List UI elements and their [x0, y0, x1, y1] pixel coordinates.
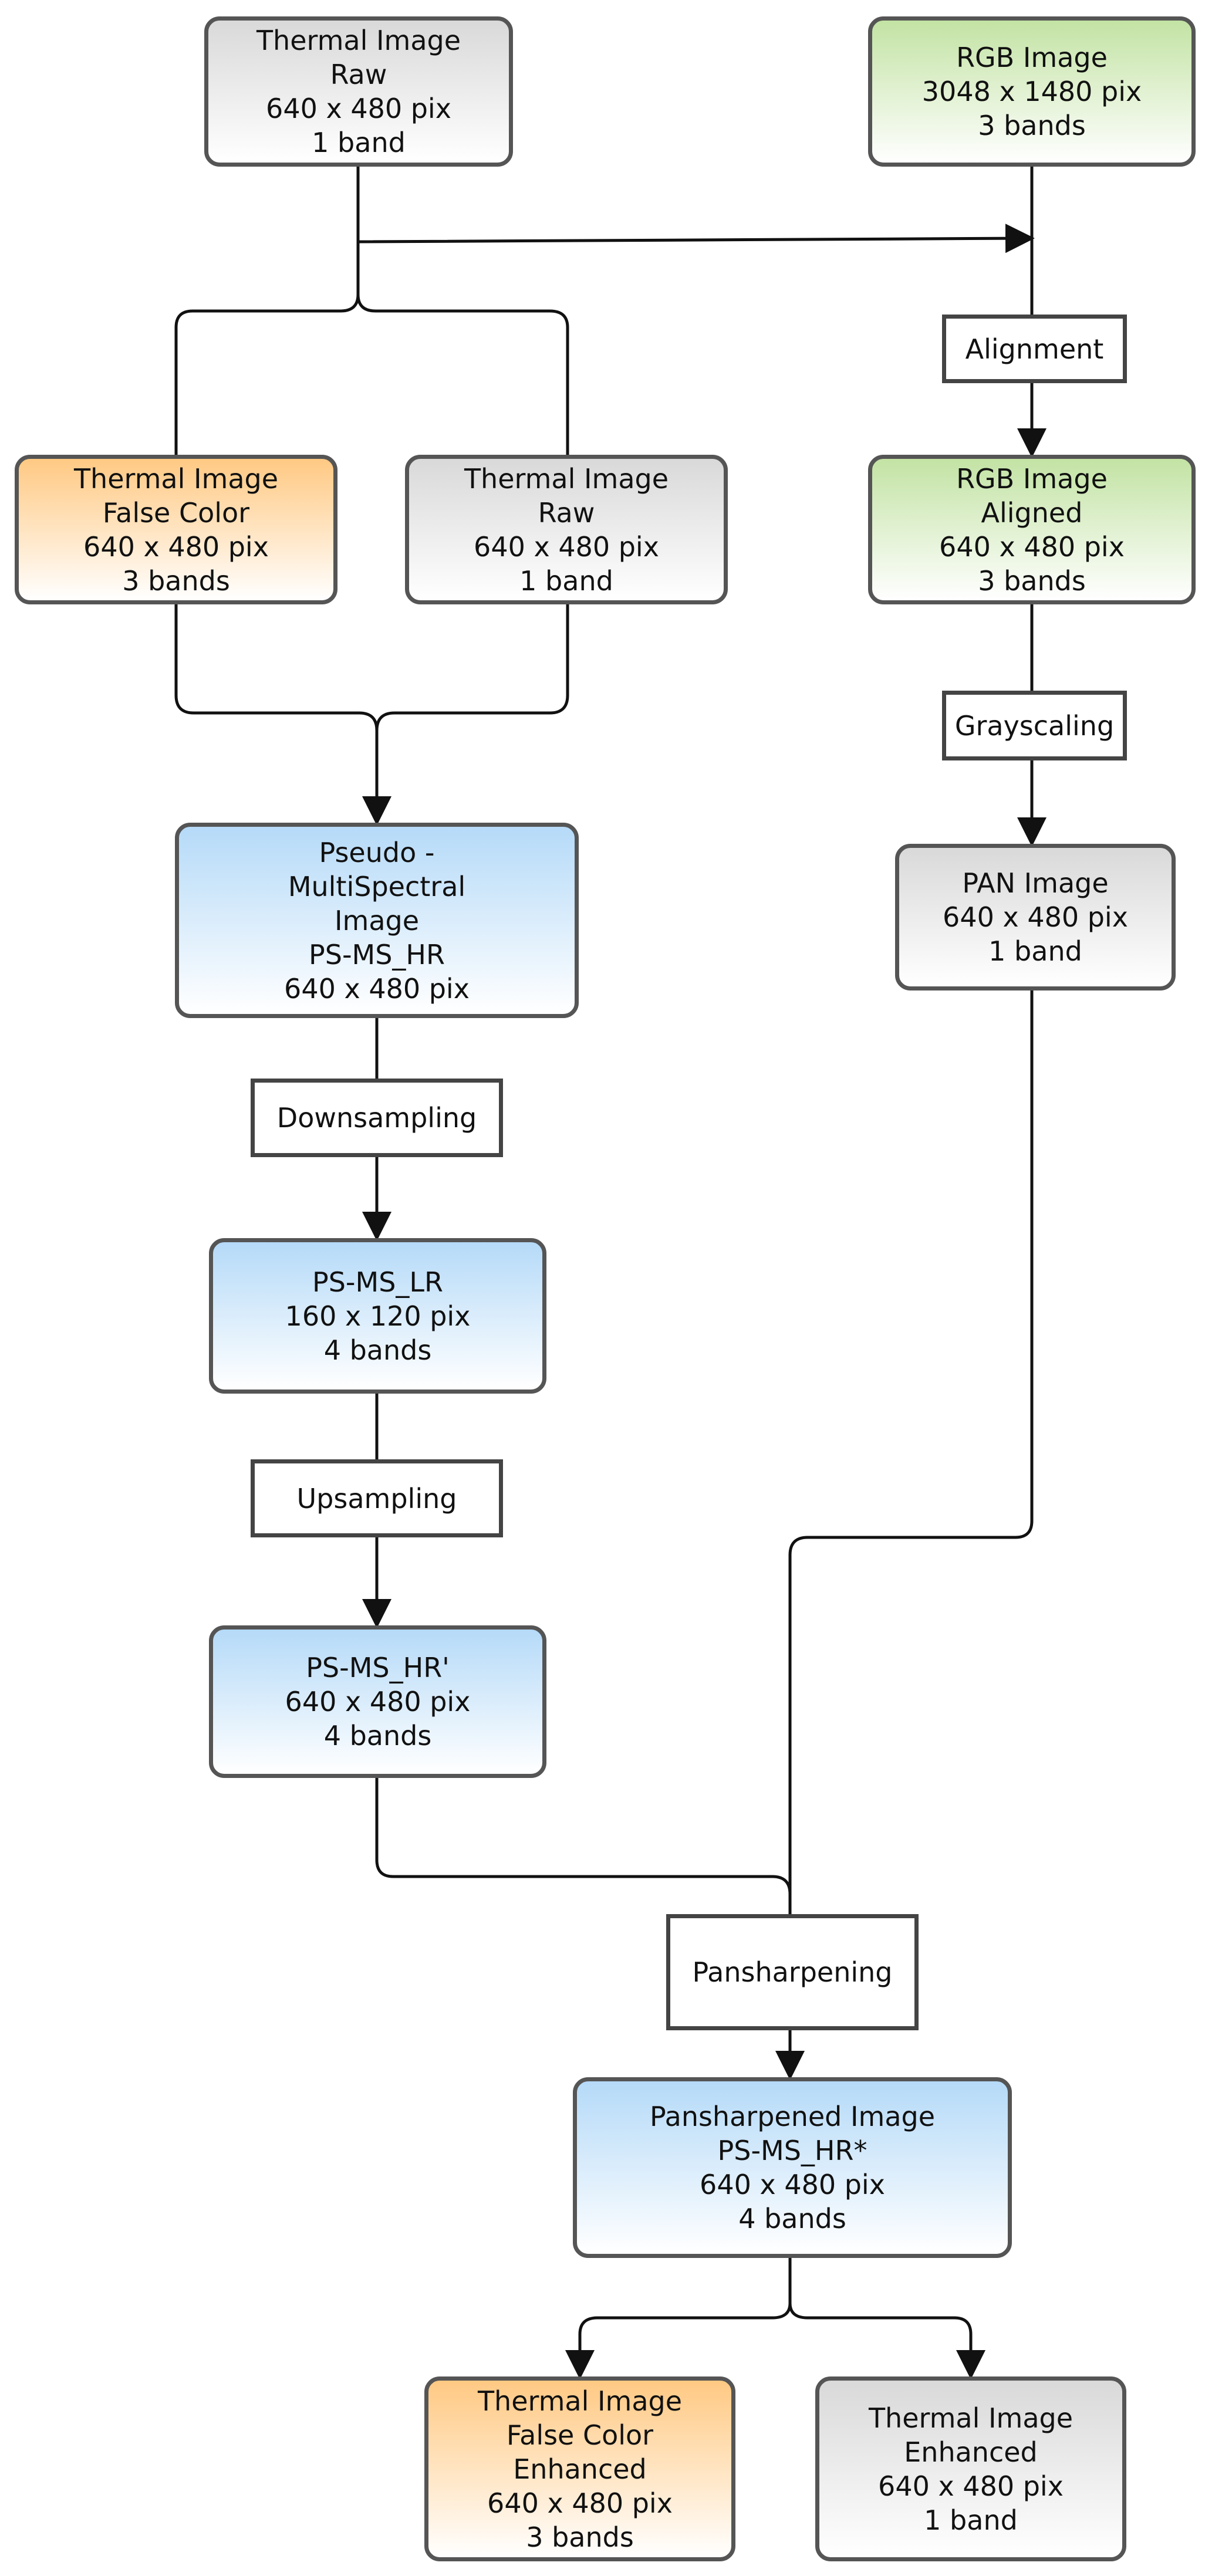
node-text-line: 640 x 480 pix [878, 2470, 1064, 2502]
node-text-line: 640 x 480 pix [284, 972, 470, 1005]
node-text-line: 640 x 480 pix [700, 2169, 885, 2200]
edge-hrprime-to-pansharpening [375, 1778, 792, 1914]
node-text-line: 4 bands [323, 1334, 432, 1366]
node-text-line: Thermal Image [73, 462, 279, 495]
node-text-line: 3 bands [978, 564, 1086, 597]
node-text-line: 4 bands [738, 2203, 846, 2234]
node-text-line: PS-MS_HR* [717, 2135, 867, 2166]
node-text-line: Image [334, 904, 420, 937]
node-text-line: False Color [102, 496, 250, 529]
edge-raw-mid-to-merge [375, 604, 569, 731]
downsampling-step[interactable]: Downsampling [251, 1079, 503, 1157]
node-text-line: Pansharpened Image [649, 2101, 936, 2132]
node-text-line: Thermal Image [868, 2402, 1074, 2434]
node-text-line: 640 x 480 pix [83, 530, 269, 563]
node-text-line: Enhanced [513, 2453, 647, 2485]
node-text-line: Thermal Image [464, 462, 669, 495]
node-text-line: PS-MS_LR [312, 1266, 443, 1298]
node-text-line: 160 x 120 pix [285, 1300, 471, 1332]
node-text-line: RGB Image [956, 42, 1108, 73]
node-text-line: 640 x 480 pix [474, 530, 659, 563]
edge-pansharpened-to-thermal-enhanced [788, 2303, 985, 2379]
node-text-line: 1 band [519, 564, 613, 597]
node-text-line: Aligned [981, 496, 1083, 529]
node-text-line: 3048 x 1480 pix [921, 76, 1142, 107]
node-text-line: Raw [330, 59, 387, 90]
edge-thermal-raw-to-false-color [174, 242, 360, 455]
node-text-line: Raw [538, 496, 595, 529]
grayscaling-label: Grayscaling [954, 709, 1115, 742]
node-text-line: PS-MS_HR' [306, 1652, 450, 1683]
node-text-line: Thermal Image [477, 2385, 683, 2417]
node-text-line: 640 x 480 pix [943, 901, 1128, 933]
edge-pan-to-pansharpening [788, 990, 1034, 1914]
pansharpening-step[interactable]: Pansharpening [666, 1914, 919, 2030]
alignment-step[interactable]: Alignment [942, 315, 1127, 383]
node-text-line: RGB Image [956, 462, 1108, 495]
node-text-line: 3 bands [978, 110, 1086, 141]
grayscaling-step[interactable]: Grayscaling [942, 691, 1127, 760]
node-text-line: Thermal Image [256, 25, 461, 56]
node-text-line: 1 band [924, 2504, 1018, 2536]
node-text-line: 3 bands [526, 2521, 634, 2553]
edge-pansharpened-to-false-color-enhanced [565, 2258, 792, 2379]
node-text-line: 640 x 480 pix [266, 93, 451, 124]
downsampling-label: Downsampling [276, 1102, 477, 1134]
node-text-line: PAN Image [962, 867, 1109, 899]
node-text-line: 640 x 480 pix [487, 2487, 673, 2519]
node-text-line: Enhanced [904, 2436, 1038, 2468]
alignment-label: Alignment [965, 333, 1104, 365]
node-text-line: Pseudo - [319, 836, 435, 868]
node-text-line: 1 band [988, 935, 1082, 967]
node-text-line: PS-MS_HR [309, 938, 445, 971]
node-text-line: 640 x 480 pix [939, 530, 1125, 563]
edge-false-color-to-merge [174, 604, 391, 826]
node-text-line: 3 bands [122, 564, 230, 597]
node-text-line: 4 bands [323, 1720, 432, 1752]
pansharpening-label: Pansharpening [692, 1956, 893, 1988]
node-text-line: False Color [506, 2419, 654, 2451]
node-text-line: 640 x 480 pix [285, 1686, 471, 1718]
upsampling-step[interactable]: Upsampling [251, 1459, 503, 1537]
edge-thermal-raw-to-raw-mid [356, 242, 569, 455]
node-text-line: MultiSpectral [288, 870, 466, 902]
upsampling-label: Upsampling [296, 1482, 457, 1515]
node-text-line: 1 band [312, 127, 406, 158]
